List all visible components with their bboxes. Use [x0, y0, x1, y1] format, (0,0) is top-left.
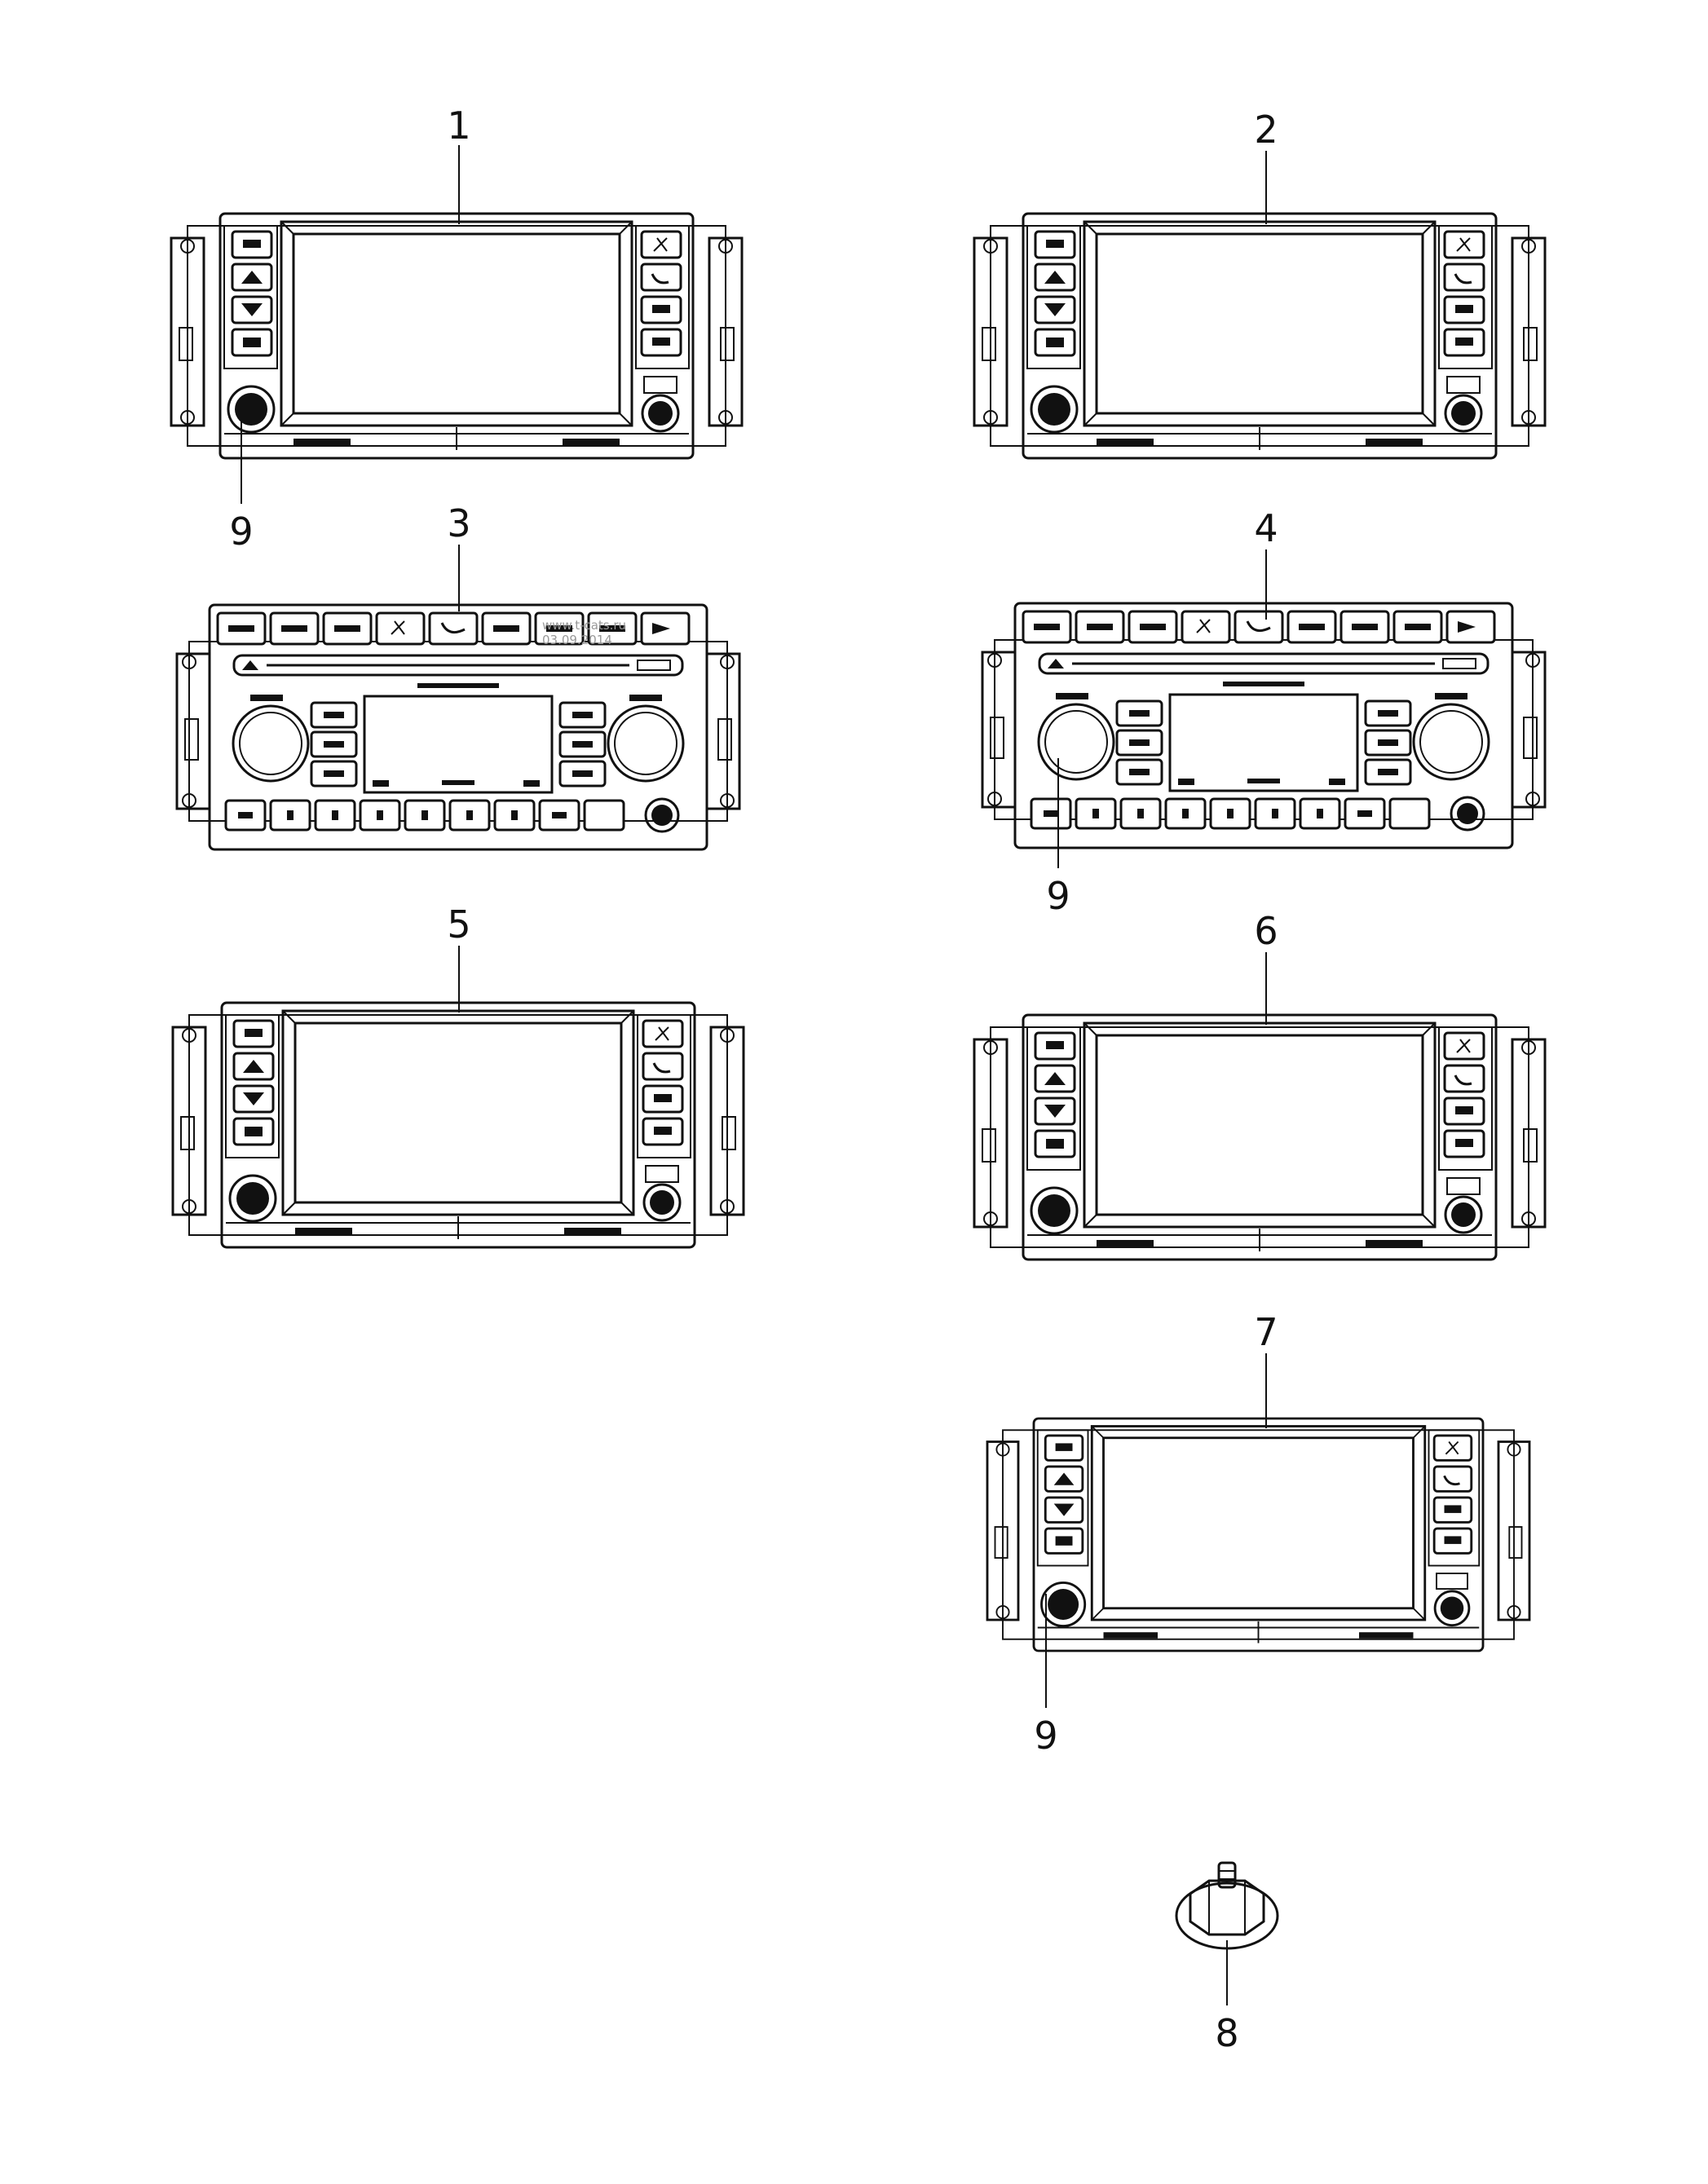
callout-1: 1 — [447, 104, 470, 148]
callout-8: 8 — [1215, 2011, 1238, 2055]
callout-3: 3 — [447, 501, 470, 545]
radio-unit-2 — [973, 212, 1547, 460]
callout-5: 5 — [447, 902, 470, 946]
callout-9-unit-7: 9 — [1034, 1714, 1057, 1758]
callout-9-unit-1: 9 — [229, 510, 253, 554]
radio-unit-4 — [981, 602, 1547, 849]
callout-4: 4 — [1254, 506, 1278, 550]
watermark-line-2: 03.09.2014 — [542, 633, 612, 647]
leader-lines — [241, 145, 1267, 2005]
radio-unit-7 — [986, 1417, 1531, 1652]
callout-2: 2 — [1254, 108, 1278, 152]
bolt-8 — [1175, 1861, 1279, 1950]
callout-9-unit-4: 9 — [1046, 874, 1070, 918]
radio-unit-3 — [175, 603, 741, 851]
radio-unit-1 — [170, 212, 744, 460]
radio-unit-6 — [973, 1013, 1547, 1261]
radio-unit-5 — [171, 1001, 745, 1249]
watermark-line-1: www.t-cats.ru — [542, 618, 626, 633]
callout-6: 6 — [1254, 909, 1278, 953]
callout-7: 7 — [1254, 1310, 1278, 1354]
